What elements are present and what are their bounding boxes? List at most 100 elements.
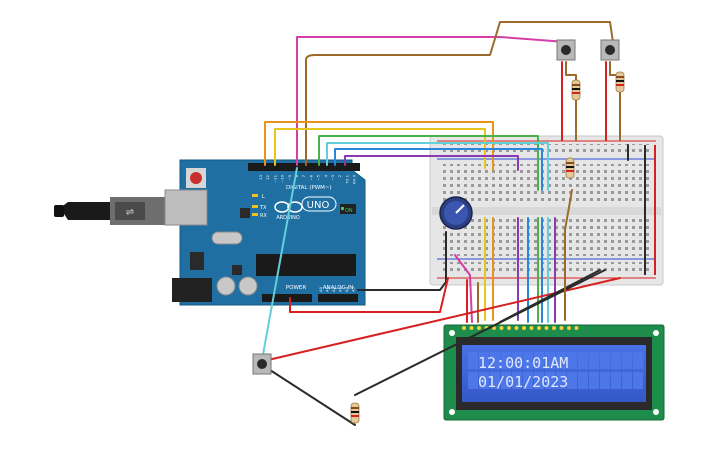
rx-label: RX xyxy=(260,213,267,219)
potentiometer-indicator xyxy=(455,204,465,214)
l-led xyxy=(252,194,258,197)
digital-pin-label: RX 0 xyxy=(352,174,357,183)
lcd-char-cell xyxy=(468,372,478,389)
lcd-char-cell xyxy=(633,372,643,389)
wire-button1-leg xyxy=(565,61,577,141)
rx-led xyxy=(252,213,258,216)
capacitor-2 xyxy=(238,276,258,296)
analog-label: ANALOG IN xyxy=(323,285,354,291)
reset-button[interactable] xyxy=(190,172,202,184)
potentiometer[interactable] xyxy=(439,196,473,230)
tx-led xyxy=(252,205,258,208)
lcd-char-cell xyxy=(512,352,522,369)
analog-pin-label: A3 xyxy=(338,286,343,292)
digital-pin-label: ~5 xyxy=(316,174,321,180)
wire-cyan-button xyxy=(261,167,298,361)
resistor-4 xyxy=(350,402,360,424)
digital-pin-label: ~11 xyxy=(272,174,277,183)
wire-black-gnd xyxy=(357,281,447,291)
lcd-char-cell xyxy=(534,352,544,369)
wire-black-lcd xyxy=(499,269,601,323)
usb-cable xyxy=(54,205,64,217)
lcd-char-cell xyxy=(589,352,599,369)
lcd-char-cell xyxy=(490,372,500,389)
arduino-uno: ⇌ DIGITAL (PWM~) POWER ANALOG IN UNO xyxy=(54,159,366,306)
small-chip xyxy=(232,265,242,275)
digital-pin-label: ~9 xyxy=(287,174,292,180)
terminal-strip-top xyxy=(440,164,652,202)
wire-red-5v xyxy=(289,277,449,313)
on-led xyxy=(341,207,344,210)
wire-brown-resistor xyxy=(564,189,573,321)
lcd-char-cell xyxy=(589,372,599,389)
push-button-1[interactable] xyxy=(556,39,576,61)
lcd-pin xyxy=(574,326,579,330)
lcd-char-cell xyxy=(501,372,511,389)
icsp-header xyxy=(340,204,356,214)
lcd-char-cell xyxy=(545,372,555,389)
lcd-pin xyxy=(462,326,466,330)
digital-pin-label: 2 xyxy=(337,174,342,177)
lcd-char-cell xyxy=(600,352,610,369)
usb-cable-plug xyxy=(60,202,110,220)
wire-brown-top xyxy=(305,21,614,166)
lcd-line-1: 12:00:01AM xyxy=(478,354,568,372)
capacitor-1 xyxy=(216,276,236,296)
lcd-char-grid xyxy=(468,352,643,389)
terminal-strip-bottom xyxy=(440,218,652,256)
lcd-pin xyxy=(477,326,481,330)
lcd-pin xyxy=(529,326,534,330)
lcd-char-cell xyxy=(556,372,566,389)
lcd-char-cell xyxy=(479,372,489,389)
power-label: POWER xyxy=(286,285,307,291)
lcd-char-cell xyxy=(578,352,588,369)
lcd-char-cell xyxy=(600,372,610,389)
lcd-char-cell xyxy=(501,352,511,369)
digital-header xyxy=(248,163,360,171)
power-holes-bottom xyxy=(440,262,652,274)
lcd-char-cell xyxy=(611,352,621,369)
lcd-char-cell xyxy=(567,352,577,369)
resistor-3 xyxy=(565,157,575,179)
analog-pin-label: A1 xyxy=(325,286,330,292)
analog-pin-label: A5 xyxy=(351,286,356,292)
digital-pin-label: ~3 xyxy=(330,174,335,180)
digital-pin-label: 13 xyxy=(258,174,263,179)
wire-black-long xyxy=(354,269,606,396)
resistor-2 xyxy=(615,71,625,93)
lcd-pin xyxy=(567,326,571,330)
lcd-char-cell xyxy=(545,352,555,369)
lcd-char-cell xyxy=(567,372,577,389)
lcd-char-cell xyxy=(534,372,544,389)
on-label: ON xyxy=(345,208,353,214)
push-button-3[interactable] xyxy=(252,353,272,375)
lcd-mount-hole-2 xyxy=(653,330,659,336)
voltage-regulator xyxy=(190,252,204,270)
power-header xyxy=(262,294,312,302)
digital-label: DIGITAL (PWM~) xyxy=(286,185,332,191)
lcd-line-2: 01/01/2023 xyxy=(478,373,568,391)
l-label: L xyxy=(262,194,265,200)
lcd-char-cell xyxy=(622,352,632,369)
push-button-2[interactable] xyxy=(600,39,620,61)
lcd-pin xyxy=(559,326,564,330)
lcd-header-pins xyxy=(462,326,579,330)
wire-purple xyxy=(344,155,519,171)
digital-pin-label: ~6 xyxy=(308,174,313,180)
atmega-chip xyxy=(256,254,356,276)
lcd-char-cell xyxy=(523,372,533,389)
power-jack xyxy=(172,278,212,302)
digital-pin-label: ~10 xyxy=(280,174,285,183)
lcd-pin xyxy=(507,326,511,330)
wire-button2-leg xyxy=(609,61,621,141)
analog-pin-label: A4 xyxy=(344,286,349,292)
lcd-mount-hole-1 xyxy=(449,330,455,336)
small-chip-2 xyxy=(240,208,250,218)
wire-cyan xyxy=(326,142,549,191)
crystal-oscillator xyxy=(211,231,243,245)
lcd-pin xyxy=(514,326,519,330)
wire-blue xyxy=(334,148,543,191)
